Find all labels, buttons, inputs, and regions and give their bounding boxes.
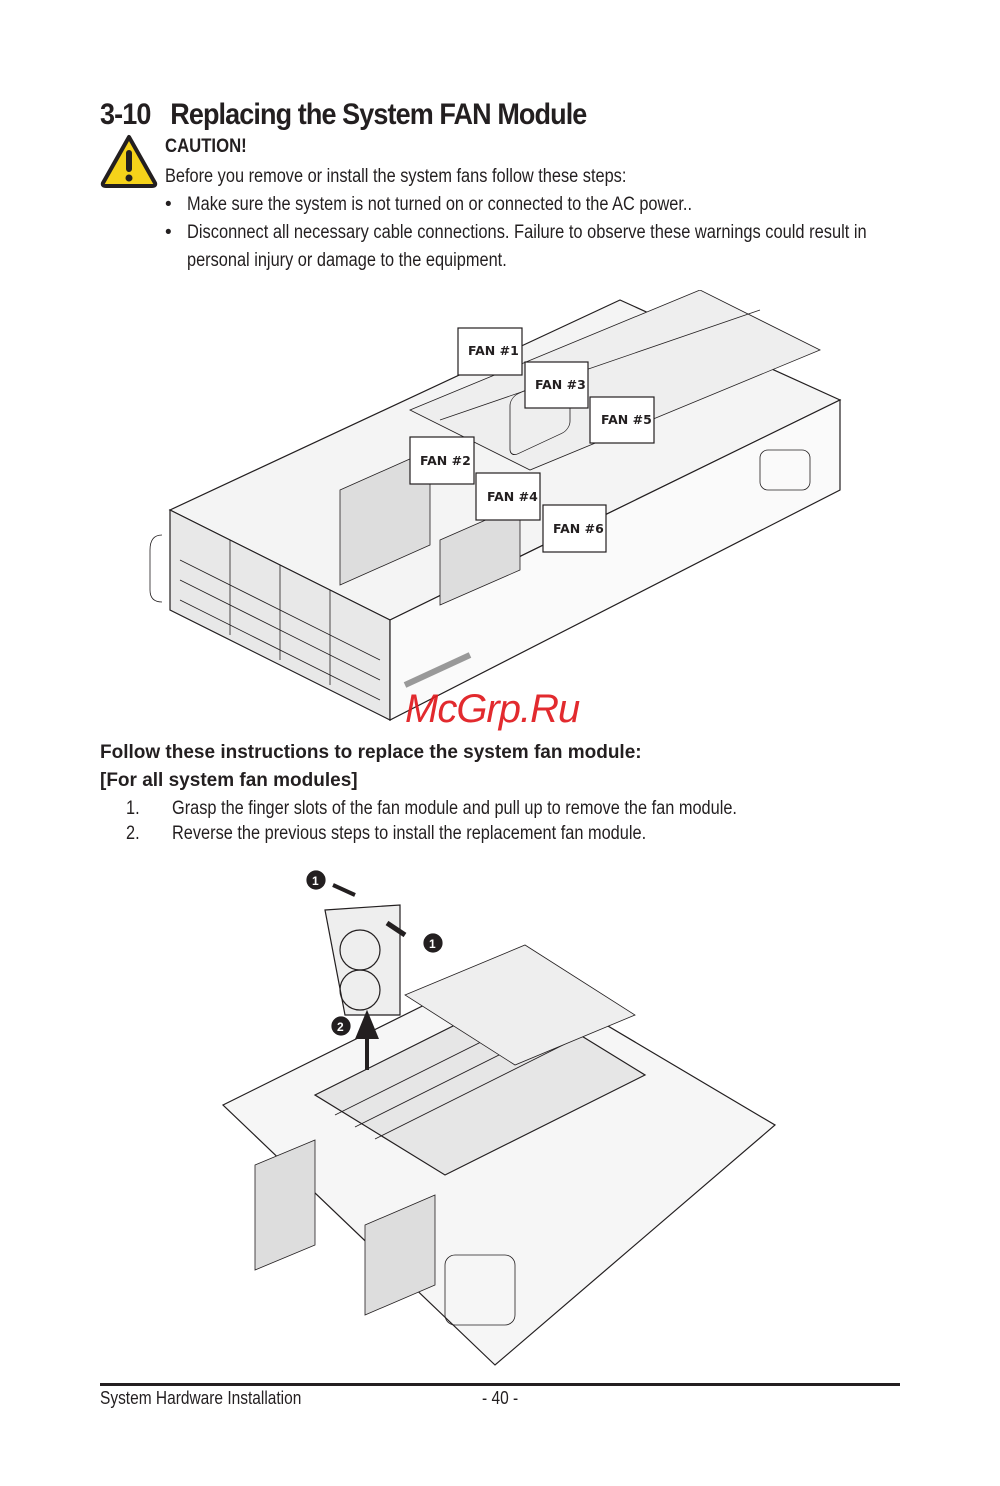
- callout-1a: 1: [306, 870, 326, 890]
- fan-labels: FAN #1 FAN #3 FAN #5 FAN #2 FAN #4 FAN #…: [409, 327, 655, 553]
- svg-text:FAN #1: FAN #1: [468, 343, 519, 358]
- svg-text:FAN #2: FAN #2: [420, 453, 471, 468]
- fan-label-4: FAN #4: [475, 472, 541, 521]
- fan-label-5: FAN #5: [589, 396, 655, 444]
- warning-triangle-icon: [100, 135, 158, 188]
- fan-label-1: FAN #1: [457, 327, 523, 376]
- caution-bullet: Disconnect all necessary cable connectio…: [187, 222, 867, 243]
- bullet-dot: •: [165, 222, 172, 243]
- fan-module-removal-diagram: 1 1 2: [221, 870, 777, 1366]
- svg-text:FAN #6: FAN #6: [553, 521, 604, 536]
- fan-label-2: FAN #2: [409, 436, 475, 485]
- footer-section: System Hardware Installation: [100, 1388, 302, 1408]
- step-number: 2.: [126, 823, 140, 844]
- page-number: - 40 -: [482, 1388, 519, 1408]
- bullet-dot: •: [165, 194, 172, 215]
- server-chassis-fan-diagram: FAN #1 FAN #3 FAN #5 FAN #2 FAN #4 FAN #…: [149, 290, 842, 721]
- fan-label-3: FAN #3: [524, 361, 589, 409]
- fan-label-6: FAN #6: [542, 504, 607, 553]
- callout-2: 2: [331, 1016, 351, 1036]
- step-text: Reverse the previous steps to install th…: [172, 823, 647, 844]
- caution-intro: Before you remove or install the system …: [165, 166, 627, 187]
- svg-text:2: 2: [337, 1020, 344, 1034]
- svg-text:FAN #3: FAN #3: [535, 377, 586, 392]
- caution-bullet-cont: personal injury or damage to the equipme…: [187, 250, 507, 271]
- svg-text:FAN #5: FAN #5: [601, 412, 652, 427]
- instructions-subheading: [For all system fan modules]: [100, 770, 358, 791]
- step-number: 1.: [126, 798, 140, 819]
- svg-text:1: 1: [312, 874, 319, 888]
- step-text: Grasp the finger slots of the fan module…: [172, 798, 737, 819]
- caution-label: CAUTION!: [165, 136, 247, 157]
- watermark: McGrp.Ru: [405, 687, 580, 731]
- caution-bullet: Make sure the system is not turned on or…: [187, 194, 693, 215]
- instructions-heading: Follow these instructions to replace the…: [100, 742, 642, 763]
- callout-1b: 1: [423, 933, 443, 953]
- footer-divider: [100, 1383, 900, 1386]
- svg-text:FAN #4: FAN #4: [487, 489, 538, 504]
- svg-text:1: 1: [429, 937, 436, 951]
